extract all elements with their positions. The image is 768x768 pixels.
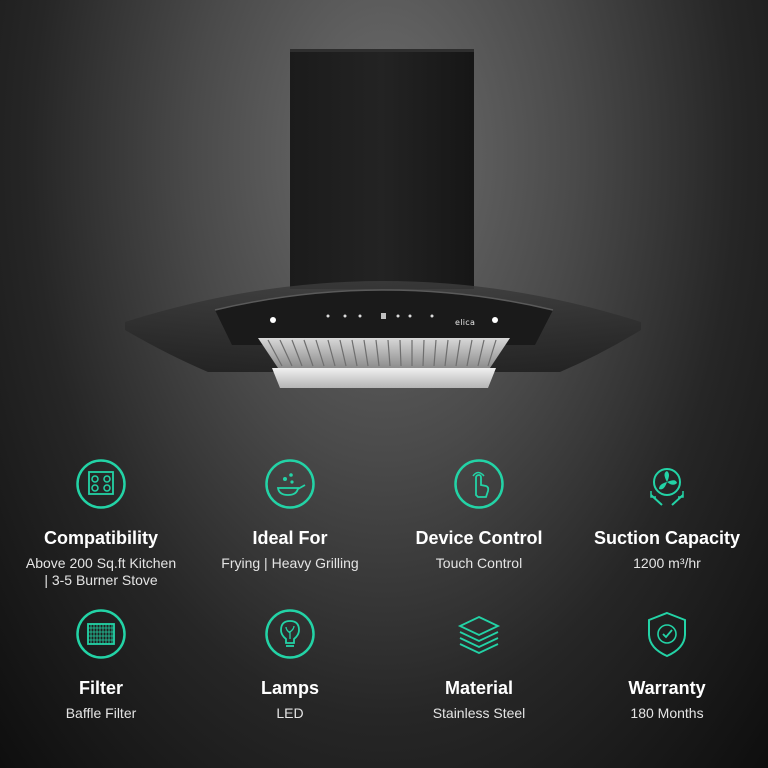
feature-desc: Stainless Steel [432,705,526,721]
feature-desc: Baffle Filter [65,705,137,721]
feature-suction-capacity: Suction Capacity 1200 m³/hr [572,459,762,572]
feature-ideal-for: Ideal For Frying | Heavy Grilling [195,459,385,572]
feature-title: Device Control [415,528,543,548]
feature-desc: LED [276,705,304,721]
feature-lamps: Lamps LED [195,609,385,722]
features-grid: Compatibility Above 200 Sq.ft Kitchen | … [0,455,768,768]
feature-title: Suction Capacity [593,528,741,548]
feature-title: Material [444,678,514,698]
feature-device-control: Device Control Touch Control [384,459,574,572]
feature-title: Compatibility [43,528,158,548]
burner-stove-icon [76,459,126,509]
touch-hand-icon [454,459,504,509]
brand-logo: elica [455,318,476,327]
feature-desc: Above 200 Sq.ft Kitchen | 3-5 Burner Sto… [25,555,177,588]
frying-pan-icon [265,459,315,509]
fan-suction-icon [642,459,692,509]
feature-material: Material Stainless Steel [384,609,574,722]
lightbulb-icon [265,609,315,659]
feature-warranty: Warranty 180 Months [572,609,762,722]
feature-desc: 180 Months [630,705,704,721]
feature-title: Ideal For [252,528,328,548]
layers-icon [454,609,504,659]
feature-desc: Touch Control [435,555,523,571]
chimney-hood-image [125,49,641,388]
feature-filter: Filter Baffle Filter [6,609,196,722]
feature-title: Warranty [628,678,706,698]
shield-check-icon [642,609,692,659]
filter-grid-icon [76,609,126,659]
feature-compatibility: Compatibility Above 200 Sq.ft Kitchen | … [6,459,196,589]
feature-desc: 1200 m³/hr [633,555,701,571]
feature-title: Lamps [260,678,320,698]
feature-desc: Frying | Heavy Grilling [221,555,359,571]
feature-title: Filter [78,678,123,698]
